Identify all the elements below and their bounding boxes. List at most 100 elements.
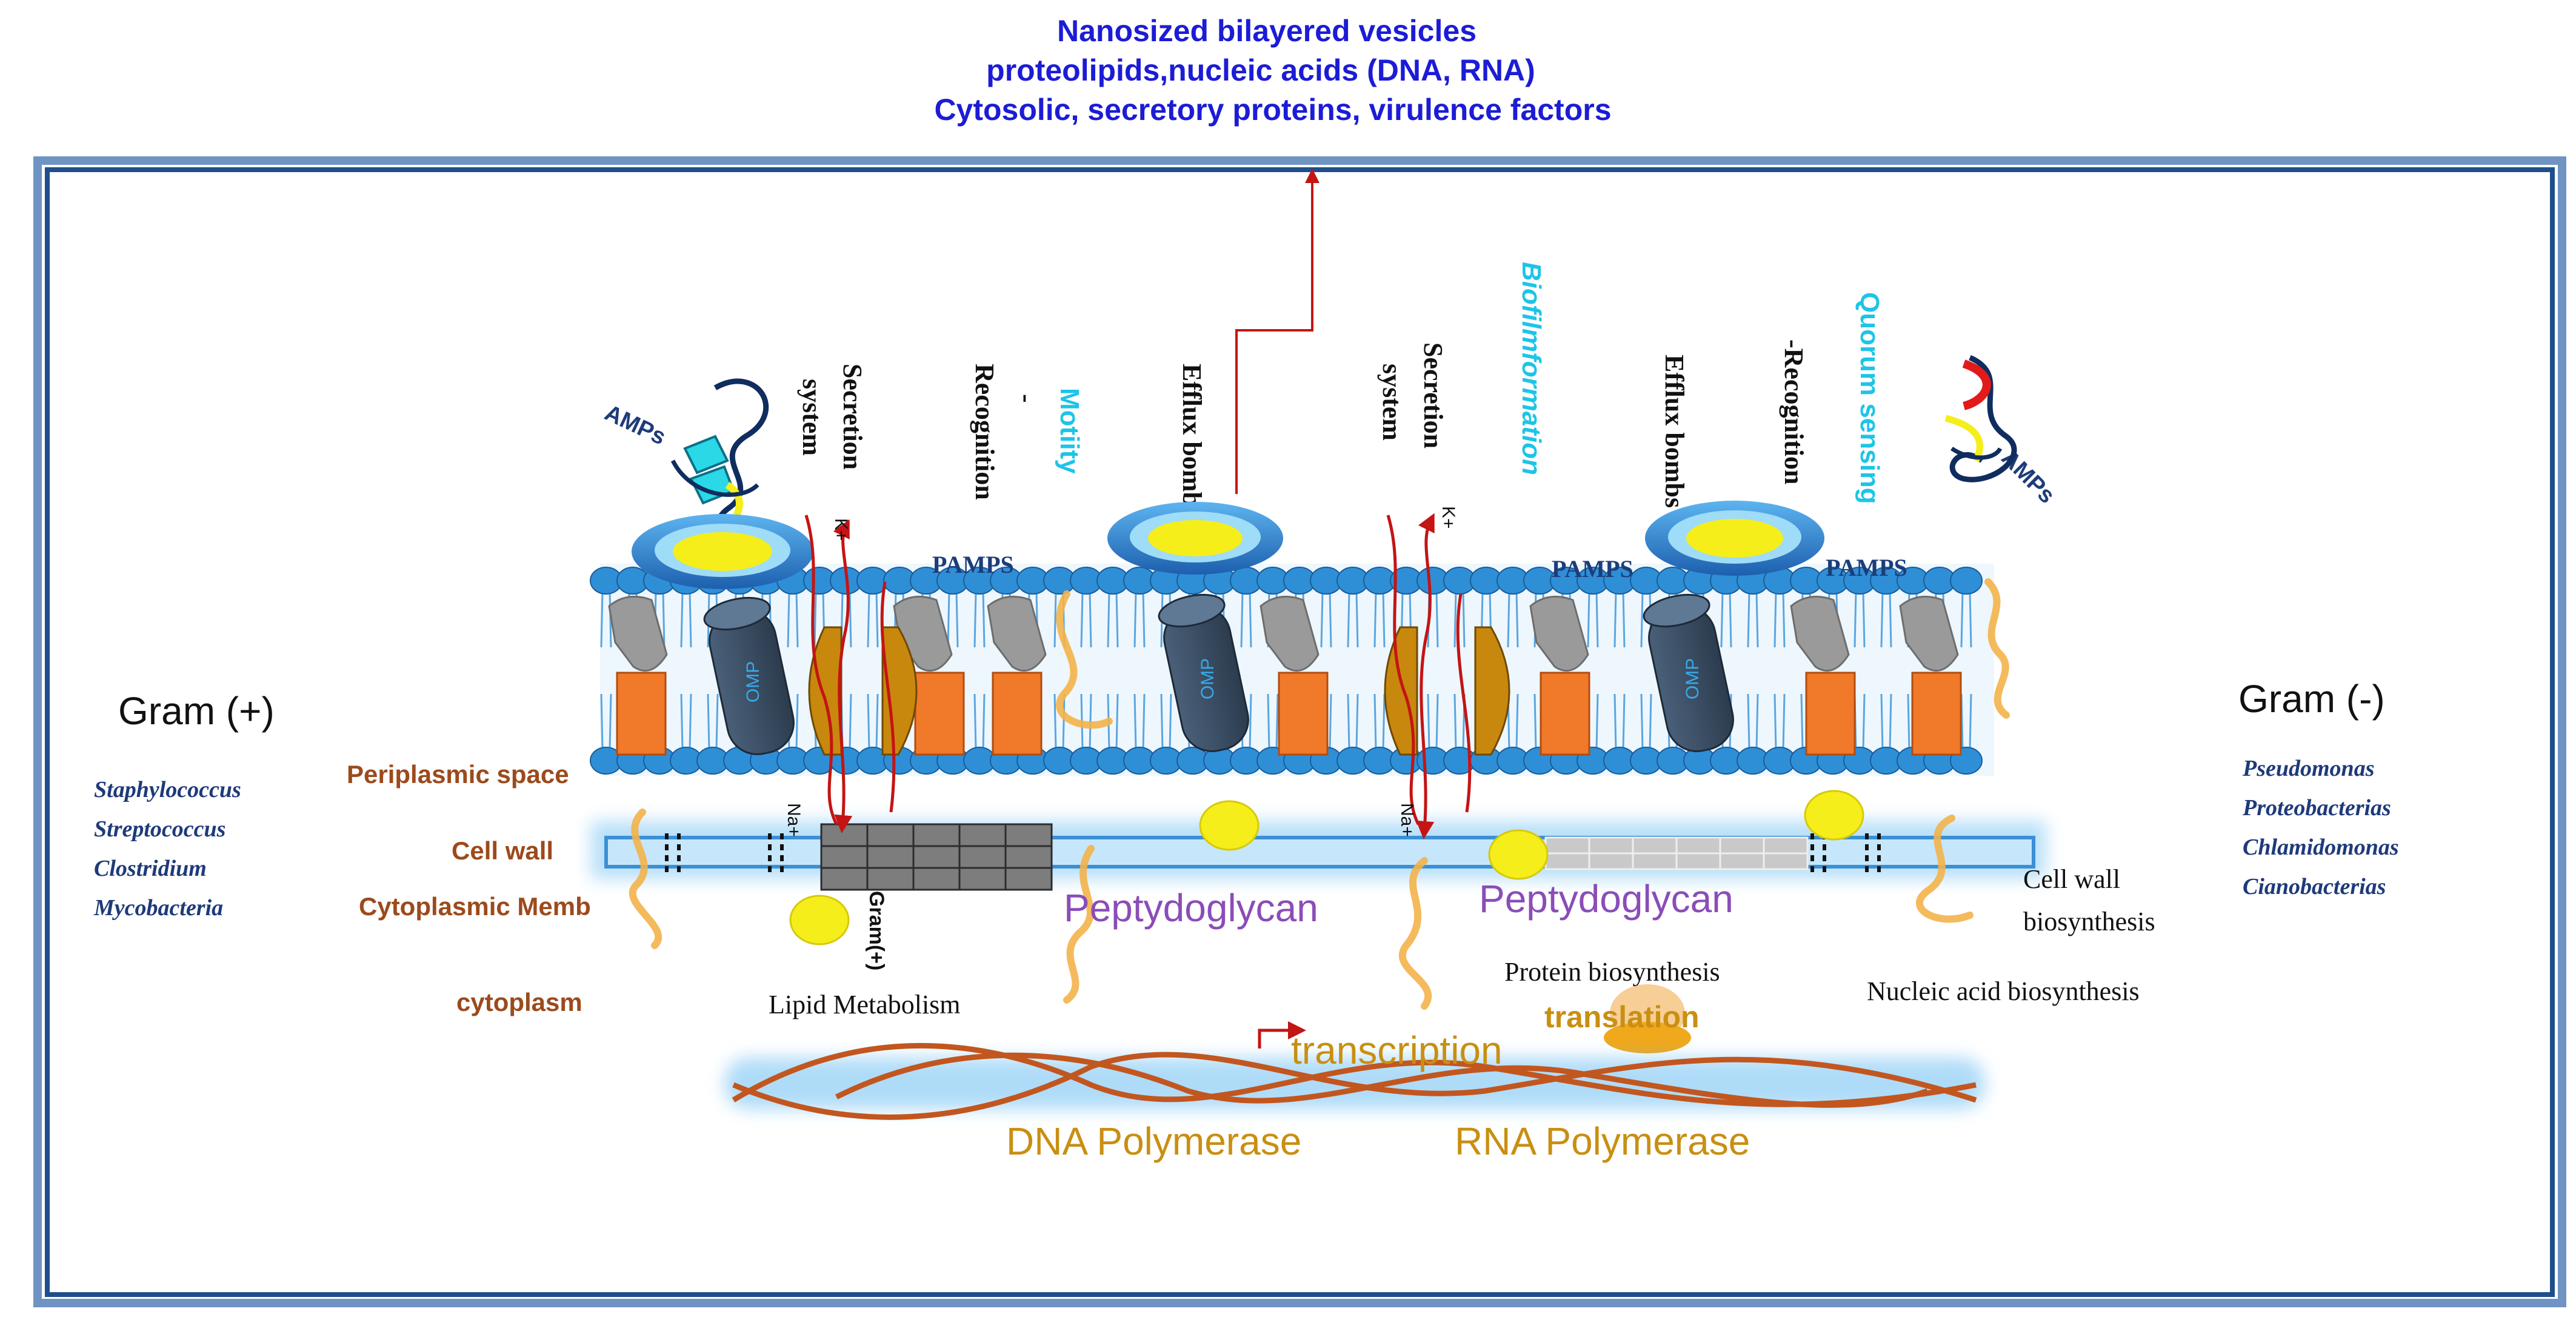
header-line2: proteolipids,nucleic acids (DNA, RNA): [986, 53, 1535, 87]
transmembrane-protein: [914, 672, 965, 756]
lipid-tail: [1382, 591, 1386, 648]
label-k-plus-2: K+: [1438, 506, 1458, 529]
lipid-tail: [1507, 591, 1510, 648]
channel-protein: [1474, 626, 1510, 756]
header-line3: Cytosolic, secretory proteins, virulence…: [934, 93, 1611, 127]
organism-mycobacteria: Mycobacteria: [93, 895, 223, 921]
lipid-tail: [795, 693, 799, 750]
header-line1: Nanosized bilayered vesicles: [1057, 14, 1477, 48]
lipid-tail: [1240, 591, 1244, 648]
lipid-tail: [955, 591, 959, 648]
lipid-tail: [1435, 693, 1439, 750]
lipid-tail: [1862, 693, 1866, 750]
lipid-tail: [1729, 591, 1732, 648]
lipid-tail: [600, 591, 604, 648]
label-quorum-sensing: Quorum sensing: [1855, 292, 1884, 504]
lipid-tail: [1969, 693, 1972, 750]
lipid-tail: [1107, 591, 1110, 648]
label-dash-1: -: [1012, 394, 1042, 403]
transmembrane-protein: [1805, 672, 1856, 756]
lipid-tail: [795, 591, 799, 648]
lipid-tail: [600, 693, 604, 750]
label-cell-wall-bio-1: Cell wall: [2023, 864, 2120, 894]
lipid-tail: [689, 591, 692, 648]
label-protein-biosynthesis: Protein biosynthesis: [1504, 957, 1720, 987]
lipid-tail: [973, 693, 977, 750]
lipid-tail: [1960, 591, 1964, 648]
transmembrane-protein: [616, 672, 667, 756]
lipid-tail: [1862, 591, 1866, 648]
peptidoglycan-cell: [1544, 836, 1590, 855]
peptidoglycan-cell: [1763, 836, 1809, 855]
label-gram-positive-small: Gram(+): [865, 891, 888, 970]
omp-label: OMP: [1198, 658, 1218, 699]
lipid-tail: [1453, 693, 1457, 750]
sphere: [1804, 790, 1864, 841]
lipid-tail: [1115, 693, 1119, 750]
lipid-tail: [1640, 693, 1644, 750]
label-transcription: transcription: [1291, 1029, 1503, 1072]
lipid-tail: [1382, 693, 1386, 750]
lipid-tail: [1133, 591, 1137, 648]
peripheral-protein: [608, 595, 668, 672]
gram-negative-title: Gram (-): [2238, 677, 2385, 721]
lipid-tail: [1329, 591, 1332, 648]
peptidoglycan-cell: [820, 867, 869, 891]
label-secretion-2: Secretion: [1418, 342, 1448, 448]
lipid-tail: [1533, 693, 1537, 750]
peptidoglycan-cell: [958, 867, 1007, 891]
lipid-tail: [867, 693, 870, 750]
secretion-paths: [804, 513, 1472, 839]
frame-inner: [45, 167, 2555, 1297]
label-dna-polymerase: DNA Polymerase: [1006, 1119, 1301, 1163]
label-pamps-1: PAMPS: [932, 551, 1014, 578]
vertical-labels: Secretion system - Recognition Motiity E…: [797, 262, 1884, 517]
label-peptidoglycan-left: Peptydoglycan: [1064, 886, 1318, 930]
lipid-tail: [1160, 693, 1164, 750]
k-plus-arrow-2: [1416, 513, 1435, 839]
lipid-tail: [1080, 591, 1084, 648]
lipid-tail: [1169, 693, 1172, 750]
transmembrane-protein: [1278, 672, 1329, 756]
lipid-tail: [1275, 693, 1279, 750]
vesicle-middle: [1107, 502, 1283, 575]
label-recognition-2: -Recognition: [1779, 339, 1809, 485]
label-system-1: system: [797, 379, 827, 456]
lipid-tail: [1774, 693, 1777, 750]
lipid-tail: [1355, 591, 1359, 648]
lipid-tail: [1747, 693, 1750, 750]
lipid-tail: [1249, 591, 1252, 648]
wavy-strands: [629, 578, 2010, 1010]
yellow-spheres: [789, 790, 1864, 945]
label-peptidoglycan-right: Peptydoglycan: [1479, 877, 1733, 921]
peptidoglycan-cell: [912, 867, 961, 891]
peripheral-protein: [1899, 595, 1959, 672]
lipid-tail: [1355, 693, 1359, 750]
lipid-tail: [609, 693, 612, 750]
peptidoglycan-cell: [866, 845, 915, 869]
lipid-tail: [1133, 693, 1137, 750]
lipid-tail: [680, 693, 684, 750]
lipid-tail: [1889, 693, 1892, 750]
lipid-tail: [1142, 591, 1146, 648]
label-amps-right: AMPs: [1997, 445, 2060, 508]
lipid-tail: [1062, 693, 1066, 750]
lipid-tail: [867, 591, 870, 648]
label-system-2: system: [1377, 364, 1407, 441]
lipid-tail: [849, 693, 852, 750]
pamps-labels: PAMPS PAMPS PAMPS: [932, 551, 1907, 582]
peptidoglycan-cell: [1763, 852, 1809, 870]
omp-label: OMP: [1683, 658, 1703, 699]
vesicle-right: [1645, 501, 1824, 576]
organism-pseudomonas: Pseudomonas: [2242, 756, 2374, 781]
k-plus-arrow-1: [833, 519, 853, 833]
lipid-tail: [1453, 591, 1457, 648]
lipid-tail: [849, 591, 852, 648]
lipid-tail: [1347, 591, 1350, 648]
omp-barrel: OMP: [1643, 593, 1734, 753]
lipid-tail: [947, 591, 950, 648]
lipid-tail: [1907, 693, 1910, 750]
lipid-tail: [707, 693, 710, 750]
